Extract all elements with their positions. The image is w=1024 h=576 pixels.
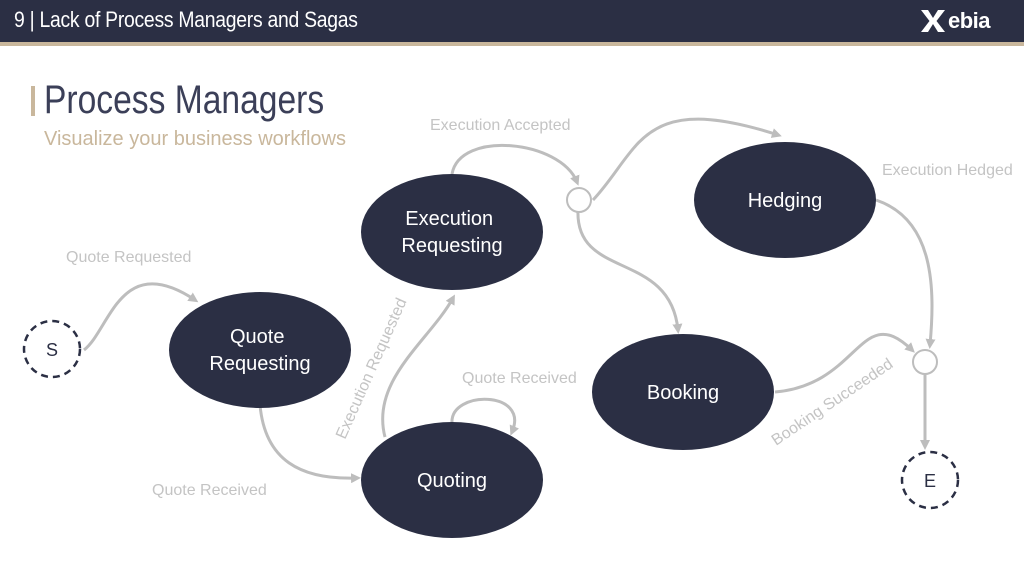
edge-label-quote-received-2: Quote Received [462,370,577,387]
node-quoting: Quoting [361,422,543,538]
edge-to-hedging [591,117,782,202]
header-accent-line [0,42,1024,46]
edge-quote-received-2 [450,397,519,436]
edge-quote-received-1 [258,404,361,484]
svg-text:Quote Requesting: Quote Requesting [209,326,310,375]
edge-label-quote-requested: Quote Requested [66,249,191,266]
svg-text:Execution Requesting: Execution Requesting [401,208,502,257]
node-quote-requesting: Quote Requesting [169,292,351,408]
edge-booking-succeeded [774,332,915,394]
edge-label-execution-accepted: Execution Accepted [430,117,571,134]
page-title: Process Managers [44,78,325,122]
node-hedging: Hedging [694,142,876,258]
edge-quote-requested [83,282,199,352]
page-subtitle: Visualize your business workflows [44,128,346,150]
edge-execution-accepted [450,143,580,186]
node-label-line: Quoting [417,470,487,492]
junction-join [912,349,938,375]
start-terminal: S [22,319,82,379]
junction-accepted [566,187,592,213]
node-execution-requesting: Execution Requesting [361,174,543,290]
end-terminal: E [900,450,960,510]
start-label: S [46,340,58,360]
logo-text: ebia [948,8,991,33]
node-label-line: Quote [230,326,284,348]
heading-accent-bar [31,86,35,116]
node-label-line: Booking [647,382,719,404]
node-label-line: Requesting [401,235,502,257]
node-label-line: Execution [405,208,493,230]
header-bar: 9 | Lack of Process Managers and Sagas e… [0,0,1024,42]
node-label-line: Requesting [209,353,310,375]
node-label-line: Hedging [748,190,823,212]
slide-title: 9 | Lack of Process Managers and Sagas [14,7,358,32]
end-label: E [924,471,936,491]
edge-execution-hedged [875,198,936,349]
edge-label-quote-received-1: Quote Received [152,482,267,499]
edge-execution-requested [381,294,455,438]
node-booking: Booking [592,334,774,450]
edge-to-booking [576,209,683,334]
edge-label-execution-hedged: Execution Hedged [882,162,1013,179]
xebia-logo: ebia [918,6,991,36]
x-logo-icon [921,10,945,32]
